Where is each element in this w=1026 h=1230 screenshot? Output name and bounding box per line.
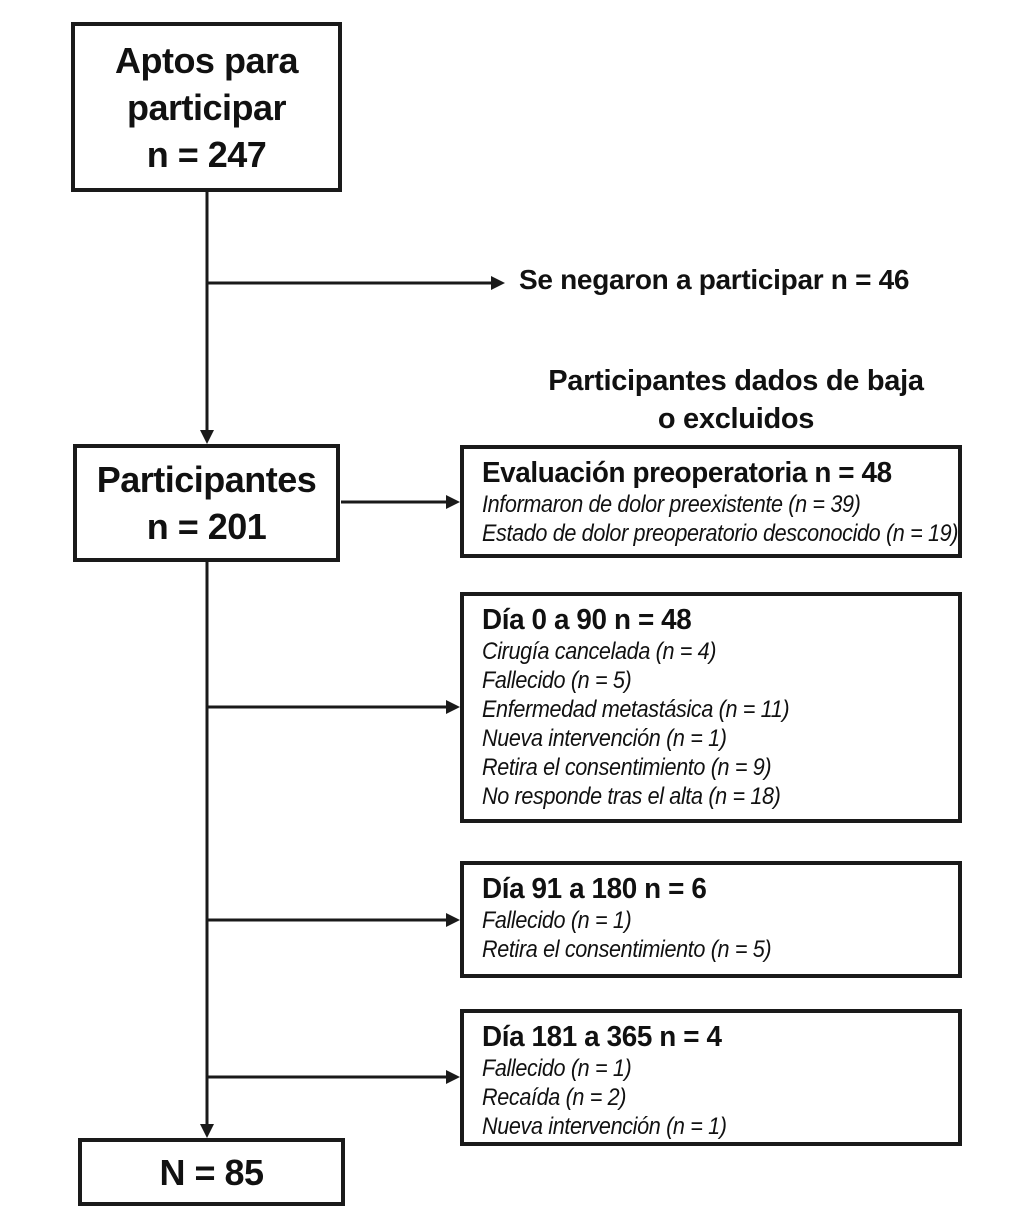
- exclusion-item: Informaron de dolor preexistente (n = 39…: [482, 491, 861, 518]
- box-final: N = 85: [78, 1138, 345, 1206]
- exclusion-item: Nueva intervención (n = 1): [482, 725, 727, 752]
- exclusion-box-day181-365: Día 181 a 365 n = 4 Fallecido (n = 1) Re…: [460, 1009, 962, 1146]
- arrowhead-right-icon: [446, 1070, 460, 1084]
- exclusion-item: Recaída (n = 2): [482, 1084, 627, 1111]
- exclusion-item: Nueva intervención (n = 1): [482, 1113, 727, 1140]
- box-eligible-label: Aptos para participar: [114, 39, 299, 128]
- refused-label: Se negaron a participar n = 46: [519, 264, 910, 295]
- box-eligible: Aptos para participar n = 247: [71, 22, 342, 192]
- arrow-participants-to-preop: [341, 495, 460, 509]
- exclusion-box-day0-90: Día 0 a 90 n = 48 Cirugía cancelada (n =…: [460, 592, 962, 823]
- arrow-eligible-to-participants: [200, 192, 214, 444]
- box-final-count: N = 85: [159, 1151, 264, 1193]
- arrow-to-day181-365: [207, 1070, 460, 1084]
- arrow-refused: [207, 276, 505, 290]
- arrowhead-right-icon: [446, 700, 460, 714]
- exclusion-box-title: Día 91 a 180 n = 6: [482, 873, 707, 905]
- exclusion-item: Enfermedad metastásica (n = 11): [482, 696, 790, 723]
- exclusion-box-preop: Evaluación preoperatoria n = 48 Informar…: [460, 445, 962, 558]
- exclusion-item: Cirugía cancelada (n = 4): [482, 638, 717, 665]
- exclusion-box-title: Día 0 a 90 n = 48: [482, 604, 692, 636]
- exclusion-item: Estado de dolor preoperatorio desconocid…: [482, 520, 959, 547]
- exclusion-box-title: Evaluación preoperatoria n = 48: [482, 457, 892, 489]
- box-eligible-count: n = 247: [146, 133, 267, 175]
- box-participants-count: n = 201: [146, 506, 267, 547]
- exclusion-box-title: Día 181 a 365 n = 4: [482, 1021, 722, 1053]
- arrow-to-day0-90: [207, 700, 460, 714]
- arrowhead-down-icon: [200, 430, 214, 444]
- exclusion-item: Fallecido (n = 5): [482, 667, 632, 694]
- arrow-to-day91-180: [207, 913, 460, 927]
- box-participants: Participantes n = 201: [73, 444, 340, 562]
- arrow-participants-to-final: [200, 562, 214, 1138]
- arrowhead-right-icon: [491, 276, 505, 290]
- withdrawn-header: Participantes dados de baja o excluidos: [466, 362, 1006, 438]
- exclusion-item: Fallecido (n = 1): [482, 1055, 632, 1082]
- exclusion-item: Fallecido (n = 1): [482, 907, 632, 934]
- arrowhead-right-icon: [446, 913, 460, 927]
- withdrawn-header-line2: o excluidos: [657, 403, 815, 435]
- withdrawn-header-line1: Participantes dados de baja: [548, 365, 924, 397]
- exclusion-item: No responde tras el alta (n = 18): [482, 783, 781, 810]
- exclusion-item: Retira el consentimiento (n = 5): [482, 936, 772, 963]
- exclusion-item: Retira el consentimiento (n = 9): [482, 754, 772, 781]
- box-participants-label: Participantes: [96, 459, 317, 500]
- arrowhead-right-icon: [446, 495, 460, 509]
- exclusion-box-day91-180: Día 91 a 180 n = 6 Fallecido (n = 1) Ret…: [460, 861, 962, 978]
- arrowhead-down-icon: [200, 1124, 214, 1138]
